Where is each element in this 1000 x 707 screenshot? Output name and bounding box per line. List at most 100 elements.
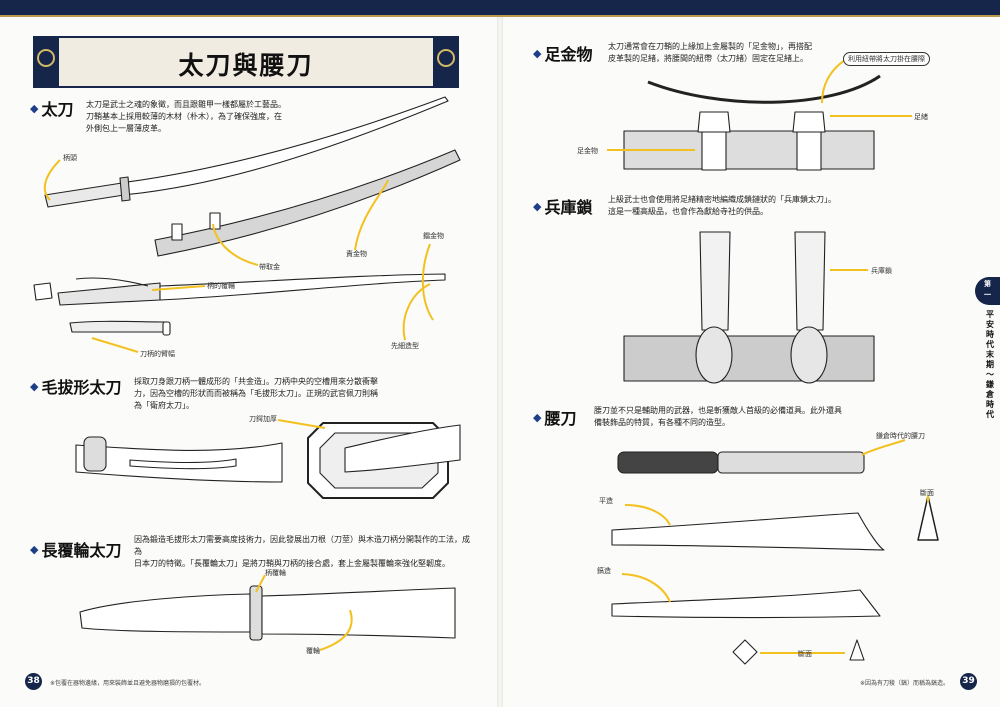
kenuki-slot xyxy=(129,458,237,470)
kenuki-guard-part xyxy=(33,282,53,301)
diamond-icon: ◆ xyxy=(533,47,542,60)
label-hirazukuri: 平造 xyxy=(599,497,613,505)
heading-koshigatana-text: 腰刀 xyxy=(544,409,577,428)
leader-fukurin2 xyxy=(319,609,353,651)
label-sakizukuri: 先細造型 xyxy=(391,342,419,350)
ashikanamono-cord-inner xyxy=(647,79,881,107)
heading-ashikanamono-text: 足金物 xyxy=(544,45,593,64)
tachi-scabbard xyxy=(154,149,461,257)
body-nagafukurin-line-1: 因為鍛造毛拔形太刀需要高度技術力，因此發展出刀根（刀莖）與木造刀柄分開製作的工法… xyxy=(134,535,470,556)
hyogo-scabbard xyxy=(623,335,875,382)
label-ishizuki: 鐺金物 xyxy=(423,232,444,240)
chapter-tab-top: 第 xyxy=(984,280,991,288)
body-ashikanamono: 太刀通常會在刀鞘的上緣加上金屬製的「足金物」，再搭配 皮革製的足緒，將腰間的紐帶… xyxy=(608,41,848,65)
label-hyogo: 兵庫鎖 xyxy=(871,267,892,275)
kenuki-guard-blade xyxy=(344,424,461,473)
body-ashikanamono-line-1: 太刀通常會在刀鞘的上緣加上金屬製的「足金物」，再搭配 xyxy=(608,42,812,51)
leader-sakizukuri xyxy=(402,283,431,341)
body-kenuki-line-3: 為「衛府太刀」。 xyxy=(134,401,194,410)
heading-hyogo: ◆兵庫鎖 xyxy=(533,194,592,218)
top-band xyxy=(0,0,1000,17)
label-kurikata: 帶取金 xyxy=(259,263,280,271)
fukurin-hilt xyxy=(79,593,251,633)
label-fukurin: 柄覆輪 xyxy=(265,569,286,577)
tachi-blade xyxy=(119,96,449,196)
body-koshigatana-line-2: 備裝飾品的特質，有各種不同的造型。 xyxy=(594,418,730,427)
label-habaki: 刀柄的臂幅 xyxy=(140,350,175,358)
leader-habaki xyxy=(91,337,139,353)
hyogo-mount-left xyxy=(695,326,733,384)
hirazukuri-blade xyxy=(611,512,885,551)
diamond-icon: ◆ xyxy=(533,200,542,213)
fukurin-guard xyxy=(249,585,263,641)
leader-seme xyxy=(354,179,389,251)
leader-fuchi xyxy=(151,285,206,291)
ashikanamono-cord xyxy=(647,74,881,104)
label-danmen2: 斷面 xyxy=(798,650,812,658)
leader-tsuka xyxy=(43,159,61,201)
koshigatana-scabbard xyxy=(717,451,865,474)
heading-kenuki-text: 毛拔形太刀 xyxy=(41,378,122,397)
leader-ishizuki xyxy=(421,243,434,321)
danmen-diamond xyxy=(732,639,758,665)
leader-fukurin xyxy=(255,574,266,593)
tachi-guard xyxy=(119,176,131,202)
title-banner-right-cap xyxy=(433,36,459,88)
body-koshigatana-line-1: 腰刀並不只是輔助用的武器，也是斬獲敵人首級的必備道具。此外還具 xyxy=(594,406,842,415)
label-tsuka: 柄頭 xyxy=(63,154,77,162)
diamond-icon: ◆ xyxy=(30,380,39,393)
heading-kenuki: ◆毛拔形太刀 xyxy=(30,374,121,398)
hyogo-chain-right xyxy=(794,231,826,331)
heading-hyogo-text: 兵庫鎖 xyxy=(544,198,593,217)
body-nagafukurin: 因為鍛造毛拔形太刀需要高度技術力，因此發展出刀根（刀莖）與木造刀柄分開製作的工法… xyxy=(134,534,474,570)
body-nagafukurin-line-2: 日本刀的特徵。「長覆輪太刀」是將刀鞘與刀柄的接合處，套上金屬製覆輪來強化堅韌度。 xyxy=(134,559,450,568)
tachi-ashi-1 xyxy=(171,223,183,241)
body-kenuki-line-1: 採取刀身跟刀柄一體成形的「共金造」。刀柄中央的空槽用來分散衝擊 xyxy=(134,377,378,386)
leader-kamakura xyxy=(861,439,906,456)
body-tachi-line-2: 刀鞘基本上採用較薄的木材（朴木），為了確保強度，在 xyxy=(86,112,282,121)
kenuki-tang xyxy=(57,282,161,306)
fukurin-blade xyxy=(261,587,456,639)
heading-koshigatana: ◆腰刀 xyxy=(533,405,576,429)
label-ashikanamono: 足金物 xyxy=(577,147,598,155)
danmen-triangle-2 xyxy=(849,639,865,661)
heading-tachi: ◆太刀 xyxy=(30,96,73,120)
chapter-tab-num: 一 xyxy=(984,291,991,299)
page-number-left: 38 xyxy=(25,673,42,690)
kenuki-long-blade xyxy=(159,273,446,301)
chapter-era: 平安時代末期～鎌倉時代 xyxy=(986,310,994,419)
heading-nagafukurin-text: 長覆輪太刀 xyxy=(41,541,122,560)
footnote-right: ※因為有刀稜（鎬）而稱為鎬造。 xyxy=(860,680,950,687)
title-banner: 太刀與腰刀 xyxy=(33,36,459,88)
kenuki-pommel xyxy=(83,436,107,472)
kenuki-lower-part xyxy=(69,320,166,333)
label-fuchi: 柄的覆輪 xyxy=(207,282,235,290)
diamond-icon: ◆ xyxy=(30,102,39,115)
label-fukurin2: 覆輪 xyxy=(306,647,320,655)
koshigatana-hilt xyxy=(617,451,719,474)
body-kenuki: 採取刀身跟刀柄一體成形的「共金造」。刀柄中央的空槽用來分散衝擊 力，因為空槽的形… xyxy=(134,376,404,412)
chrysanthemum-icon xyxy=(37,49,55,67)
ashikanamono-right xyxy=(792,111,826,171)
heading-nagafukurin: ◆長覆輪太刀 xyxy=(30,537,121,561)
shinogi-blade xyxy=(611,589,881,619)
body-koshigatana: 腰刀並不只是輔助用的武器，也是斬獲敵人首級的必備道具。此外還具 備裝飾品的特質，… xyxy=(594,405,864,429)
page-title: 太刀與腰刀 xyxy=(178,51,314,80)
body-tachi-line-1: 太刀是武士之魂的象徵，而且跟雛甲一樣都屬於工藝品。 xyxy=(86,100,286,109)
label-obitori: 利用紐帶將太刀掛在腰際 xyxy=(843,52,930,66)
body-hyogo: 上級武士也會使用將足緒精密地編織成鎖鏈狀的「兵庫鎖太刀」。 這是一種高級品，也會… xyxy=(608,194,868,218)
label-seme: 責金物 xyxy=(346,250,367,258)
label-ashio: 足緒 xyxy=(914,113,928,121)
label-shinogi: 鎬造 xyxy=(597,567,611,575)
ashikanamono-left xyxy=(697,111,731,171)
chrysanthemum-icon xyxy=(437,49,455,67)
body-tachi-line-3: 外側包上一層薄皮革。 xyxy=(86,124,166,133)
danmen-triangle-1 xyxy=(917,495,939,541)
leader-kurikata xyxy=(212,223,259,266)
tachi-ashi-2 xyxy=(209,212,221,230)
body-ashikanamono-line-2: 皮革製的足緒，將腰間的紐帶（太刀緒）固定在足緒上。 xyxy=(608,54,808,63)
chapter-tab: 第 一 xyxy=(975,277,1000,305)
leader-obitori xyxy=(821,59,846,104)
footnote-left: ※包覆在器物邊緣，用來裝飾並且避免器物磨損的包覆材。 xyxy=(50,680,206,687)
